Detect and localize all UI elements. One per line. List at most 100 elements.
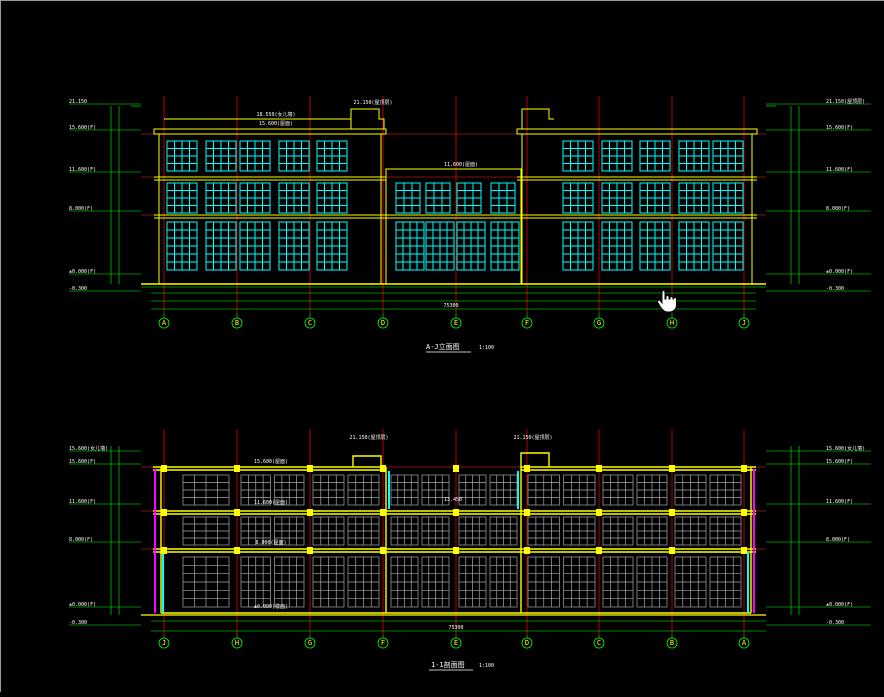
window (166, 140, 198, 172)
svg-text:A-J立面图: A-J立面图 (426, 342, 460, 351)
right-level-label: 15.600(F) (826, 459, 853, 465)
section-window (240, 516, 271, 546)
left-level-label: 11.600(F) (69, 499, 96, 505)
window (205, 182, 237, 214)
bottom-dimensions (110, 446, 800, 632)
section-window (602, 474, 634, 506)
axis-label-g: G (308, 639, 312, 647)
section-window (674, 516, 707, 546)
left-level-label: 15.600(F) (69, 459, 96, 465)
axis-bubble (304, 637, 316, 649)
right-level-label: ±0.000(F) (826, 602, 853, 608)
axis-bubble (521, 317, 533, 329)
top-elevation: 21.15015.600(F)11.600(F)8.000(F)±0.000(F… (69, 96, 871, 353)
axis-bubble (377, 317, 389, 329)
window (639, 221, 671, 271)
column-node (380, 547, 386, 554)
column-node (307, 509, 313, 516)
axis-label-c: C (597, 639, 601, 647)
window (205, 221, 237, 271)
window (425, 221, 455, 271)
window (278, 140, 310, 172)
section-window (347, 516, 380, 546)
window (239, 182, 271, 214)
column-node (234, 547, 240, 554)
window (601, 140, 633, 172)
right-level-label: 11.600(F) (826, 167, 853, 173)
axis-bubble (666, 317, 678, 329)
axis-label-j: J (742, 319, 746, 327)
left-level-label: 8.000(F) (69, 537, 93, 543)
section-window (489, 556, 518, 608)
top-annotation-1: 21.150(屋顶层) (353, 100, 392, 106)
window (166, 221, 198, 271)
top-annotation-3: 15.600(屋面) (259, 121, 293, 127)
axis-label-b: B (670, 639, 674, 647)
svg-text:1-1剖面图: 1-1剖面图 (431, 660, 465, 669)
axis-bubble (158, 637, 170, 649)
section-window (421, 516, 450, 546)
axis-bubble (158, 317, 170, 329)
axis-bubble (738, 637, 750, 649)
column-node (307, 547, 313, 554)
column-node (380, 509, 386, 516)
right-level-label: 15.600(F) (826, 125, 853, 131)
window (639, 182, 671, 214)
axis-label-e: E (454, 319, 458, 327)
right-level-label: 11.600(F) (826, 499, 853, 505)
window (278, 221, 310, 271)
section-window (709, 474, 742, 506)
axis-label-g: G (597, 319, 601, 327)
axis-label-d: D (381, 319, 385, 327)
axis-label-f: F (525, 319, 529, 327)
right-level-label: 8.000(F) (826, 206, 850, 212)
column-node (669, 547, 675, 554)
column-node (234, 509, 240, 516)
section-window (709, 516, 742, 546)
column-node (453, 509, 459, 516)
section-window (274, 474, 305, 506)
bottom-slabs (153, 452, 756, 614)
section-window (421, 556, 450, 608)
section-window (458, 556, 487, 608)
axis-bubble (304, 317, 316, 329)
section-window (636, 556, 668, 608)
left-level-label: 8.000(F) (69, 206, 93, 212)
left-level-label: 15.600(F) (69, 125, 96, 131)
svg-text:1:100: 1:100 (479, 663, 494, 669)
section-window (312, 516, 345, 546)
section-window (489, 474, 518, 506)
column-node (453, 465, 459, 472)
section-window (636, 474, 668, 506)
left-level-label: -0.300 (69, 620, 87, 626)
axis-bubble (593, 317, 605, 329)
column-node (596, 465, 602, 472)
left-level-label: 11.600(F) (69, 167, 96, 173)
left-level-label: 21.150 (69, 99, 87, 105)
top-dimensions (110, 105, 800, 310)
bottom-annotation-3: 15.600(屋面) (254, 459, 288, 465)
column-node (524, 509, 530, 516)
column-node (741, 465, 747, 472)
bottom-section: 15.600(女儿墙)15.600(F)11.600(F)8.000(F)±0.… (69, 429, 871, 671)
column-node (524, 547, 530, 554)
top-axis-lines (163, 96, 745, 313)
column-node (234, 465, 240, 472)
axis-label-h: H (235, 639, 239, 647)
section-window (312, 474, 345, 506)
right-level-label: -0.300 (826, 620, 844, 626)
section-window (347, 556, 380, 608)
section-window (347, 474, 380, 506)
window (239, 221, 271, 271)
section-window (274, 516, 305, 546)
right-level-label: -0.300 (826, 286, 844, 292)
top-level-labels: 21.15015.600(F)11.600(F)8.000(F)±0.000(F… (69, 99, 871, 292)
window (562, 182, 594, 214)
window (166, 182, 198, 214)
window (712, 221, 744, 271)
axis-bubble (231, 317, 243, 329)
